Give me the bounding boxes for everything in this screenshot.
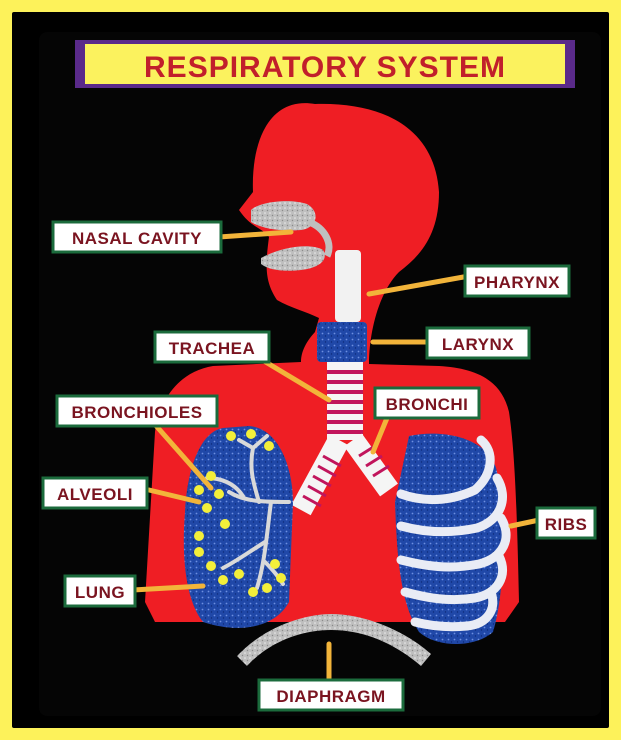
label-bronchi-text: BRONCHI: [386, 395, 469, 414]
label-larynx-text: LARYNX: [442, 335, 514, 354]
respiratory-model: RESPIRATORY SYSTEM: [39, 32, 601, 716]
label-bronchioles-text: BRONCHIOLES: [71, 403, 202, 422]
label-lung-text: LUNG: [75, 583, 125, 602]
label-nasal-cavity: NASAL CAVITY: [53, 222, 221, 252]
title-banner: RESPIRATORY SYSTEM: [75, 40, 575, 88]
label-alveoli: ALVEOLI: [43, 478, 147, 508]
label-pharynx-text: PHARYNX: [474, 273, 560, 292]
label-trachea: TRACHEA: [155, 332, 269, 362]
label-bronchioles: BRONCHIOLES: [57, 396, 217, 426]
label-ribs-text: RIBS: [545, 515, 588, 534]
label-nasal-cavity-text: NASAL CAVITY: [72, 229, 202, 248]
label-pharynx: PHARYNX: [465, 266, 569, 296]
label-lung: LUNG: [65, 576, 135, 606]
label-diaphragm-text: DIAPHRAGM: [276, 687, 385, 706]
page-title: RESPIRATORY SYSTEM: [144, 51, 506, 84]
left-lung: [184, 426, 293, 628]
label-alveoli-text: ALVEOLI: [57, 485, 133, 504]
label-trachea-text: TRACHEA: [169, 339, 256, 358]
label-diaphragm: DIAPHRAGM: [259, 680, 403, 710]
label-larynx: LARYNX: [427, 328, 529, 358]
label-ribs: RIBS: [537, 508, 595, 538]
label-bronchi: BRONCHI: [375, 388, 479, 418]
